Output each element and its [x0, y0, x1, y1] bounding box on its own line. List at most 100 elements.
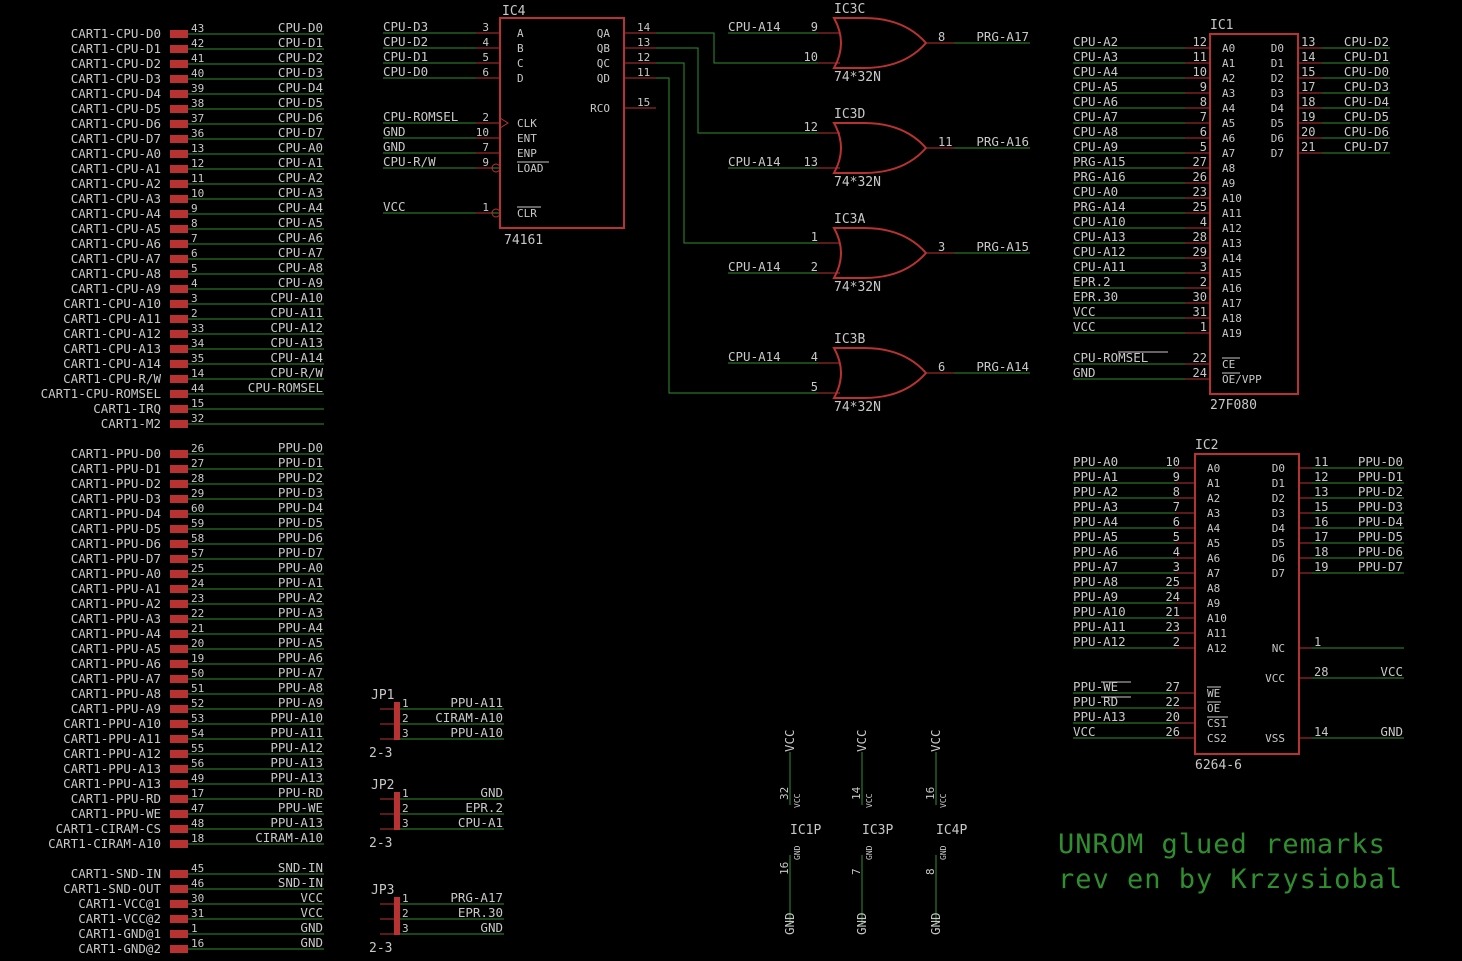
cart-net-label: CPU-A2	[278, 170, 323, 185]
ic2-net-label: PPU-RD	[1073, 694, 1118, 709]
ic1-pin-number: 1	[1200, 320, 1207, 334]
cart-pin-pad	[170, 135, 188, 143]
power-gnd-label: GND	[928, 912, 943, 935]
title-line-2: rev en by Krzysiobal	[1058, 864, 1403, 895]
jumper-pin-number: 2	[402, 907, 409, 920]
cart-pin-name: CART1-CPU-D7	[71, 131, 161, 146]
cart-net-label: PPU-A1	[278, 575, 323, 590]
cart-pin-name: CART1-VCC@2	[78, 911, 161, 926]
ic1-pin-label: A16	[1222, 282, 1242, 295]
ic2-pin-number: 3	[1173, 560, 1180, 574]
cart-pin-pad	[170, 840, 188, 848]
ic1-pin-number: 6	[1200, 125, 1207, 139]
cart-pin-name: CART1-CPU-D5	[71, 101, 161, 116]
ic2-net-label: PPU-A11	[1073, 619, 1126, 634]
cart-pin-name: CART1-CPU-A0	[71, 146, 161, 161]
cart-net-label: CPU-D5	[278, 95, 323, 110]
cart-pin-number: 55	[191, 742, 204, 755]
ic4-pin-label: B	[517, 42, 524, 55]
or-gate-output-net: PRG-A15	[976, 239, 1029, 254]
ic1-net-label: CPU-D4	[1344, 94, 1389, 109]
cart-pin-pad	[170, 105, 188, 113]
cart-net-label: PPU-A9	[278, 695, 323, 710]
cart-pin-name: CART1-CPU-A8	[71, 266, 161, 281]
cart-pin-number: 29	[191, 487, 204, 500]
cart-net-label: CPU-D7	[278, 125, 323, 140]
cart-net-label: PPU-D3	[278, 485, 323, 500]
ic1-pin-label: D0	[1271, 42, 1284, 55]
ic2-value: 6264-6	[1195, 758, 1242, 773]
qa-wire	[656, 32, 818, 64]
cart-pin-name: CART1-GND@2	[78, 941, 161, 956]
ic1-body	[1209, 33, 1299, 395]
ic2-pin-label: D4	[1272, 522, 1286, 535]
cart-pin-number: 20	[191, 637, 204, 650]
ic1-pin-number: 21	[1301, 140, 1315, 154]
ic2-pin-label: A7	[1207, 567, 1220, 580]
cart-pin-number: 25	[191, 562, 204, 575]
cart-pin-pad	[170, 735, 188, 743]
cart-net-label: CPU-D3	[278, 65, 323, 80]
cart-pin-number: 27	[191, 457, 204, 470]
cart-pin-name: CART1-PPU-A13	[63, 776, 161, 791]
ic1-net-label: CPU-D0	[1344, 64, 1389, 79]
cart-net-label: CPU-A7	[278, 245, 323, 260]
ic2-net-label: PPU-A7	[1073, 559, 1118, 574]
ic4-input-net: GND	[383, 124, 406, 139]
power-pin-label: VCC	[793, 793, 802, 808]
cart-pin-pad	[170, 75, 188, 83]
ic4-pin-number: 10	[476, 126, 489, 139]
ic1-pin-label: A8	[1222, 162, 1235, 175]
cart-pin-pad	[170, 405, 188, 413]
cart-net-label: PPU-A13	[270, 755, 323, 770]
cart-pin-name: CART1-PPU-WE	[71, 806, 161, 821]
jumper-pin-number: 1	[402, 697, 409, 710]
ic1-net-label: CPU-D3	[1344, 79, 1389, 94]
ic1-pin-number: 12	[1193, 35, 1207, 49]
jumper-pin-number: 3	[402, 727, 409, 740]
cart-pin-number: 3	[191, 292, 198, 305]
cart-pin-pad	[170, 600, 188, 608]
cart-pin-name: CART1-CPU-A4	[71, 206, 161, 221]
ic4-pin-number: 7	[482, 141, 489, 154]
ic1-net-label: CPU-A4	[1073, 64, 1118, 79]
cart-pin-name: CART1-CPU-A2	[71, 176, 161, 191]
ic2-pin-number: 15	[1314, 500, 1328, 514]
ic4-pin-label: ENT	[517, 132, 537, 145]
cart-pin-name: CART1-CPU-D3	[71, 71, 161, 86]
qc-wire	[656, 62, 818, 244]
power-vcc-label: VCC	[782, 729, 797, 752]
ic4-pin-label: CLR	[517, 207, 537, 220]
ic2-net-label: PPU-A13	[1073, 709, 1126, 724]
cart-pin-number: 60	[191, 502, 204, 515]
ic2-net-label: PPU-A2	[1073, 484, 1118, 499]
cart-pin-number: 21	[191, 622, 204, 635]
or-gate-output-net: PRG-A16	[976, 134, 1029, 149]
cart-net-label: PPU-A10	[270, 710, 323, 725]
cart-pin-number: 24	[191, 577, 205, 590]
ic1-pin-number: 20	[1301, 125, 1315, 139]
ic2-pin-number: 18	[1314, 545, 1328, 559]
ic2-pin-number: 20	[1166, 710, 1180, 724]
ic1-pin-number: 26	[1193, 170, 1207, 184]
cart-net-label: CPU-R/W	[270, 365, 323, 380]
power-vcc-label: VCC	[854, 729, 869, 752]
cart-net-label: SND-IN	[278, 875, 323, 890]
cart-pin-number: 18	[191, 832, 204, 845]
cart-pin-number: 9	[191, 202, 198, 215]
ic1-pin-label: D5	[1271, 117, 1284, 130]
cart-net-label: CPU-D1	[278, 35, 323, 50]
cart-pin-pad	[170, 285, 188, 293]
cart-pin-number: 51	[191, 682, 204, 695]
ic1-net-label: CPU-A6	[1073, 94, 1118, 109]
ic1-pin-number: 14	[1301, 50, 1315, 64]
cart-net-label: CPU-D4	[278, 80, 323, 95]
ic2-pin-label: CS1	[1207, 717, 1227, 730]
or-gate-pin-number: 3	[938, 240, 945, 254]
ic4-pin-number: 13	[637, 36, 650, 49]
ic1-pin-number: 13	[1301, 35, 1315, 49]
cart-pin-name: CART1-PPU-A11	[63, 731, 161, 746]
jumper-name: JP1	[371, 688, 394, 703]
cart-pin-pad	[170, 525, 188, 533]
inversion-bubble	[491, 208, 501, 218]
